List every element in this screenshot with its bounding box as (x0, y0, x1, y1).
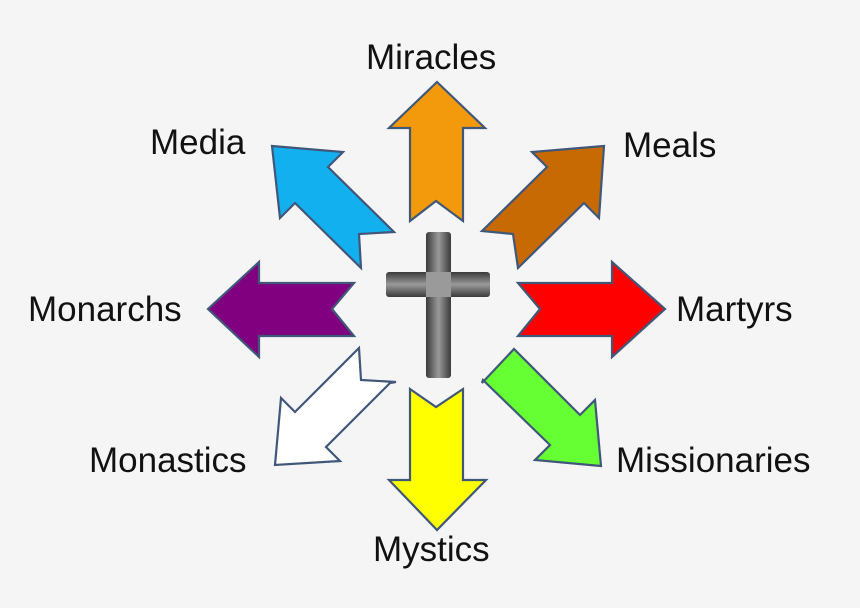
arrow-media (270, 144, 397, 271)
label-monarchs: Monarchs (28, 290, 182, 329)
label-martyrs: Martyrs (676, 290, 793, 329)
arrow-miracles (386, 80, 488, 224)
arrow-meals (479, 144, 606, 271)
cross-icon (386, 232, 490, 378)
label-mystics: Mystics (373, 530, 490, 569)
label-meals: Meals (623, 126, 717, 165)
label-miracles: Miracles (366, 38, 497, 77)
arrow-mystics (386, 386, 489, 532)
label-missionaries: Missionaries (616, 441, 811, 480)
arrow-monarchs (206, 259, 357, 360)
label-media: Media (150, 123, 246, 162)
arrow-missionaries (480, 347, 603, 468)
label-monastics: Monastics (89, 441, 247, 480)
arrow-monastics (273, 345, 397, 467)
arrow-martyrs (515, 259, 667, 360)
